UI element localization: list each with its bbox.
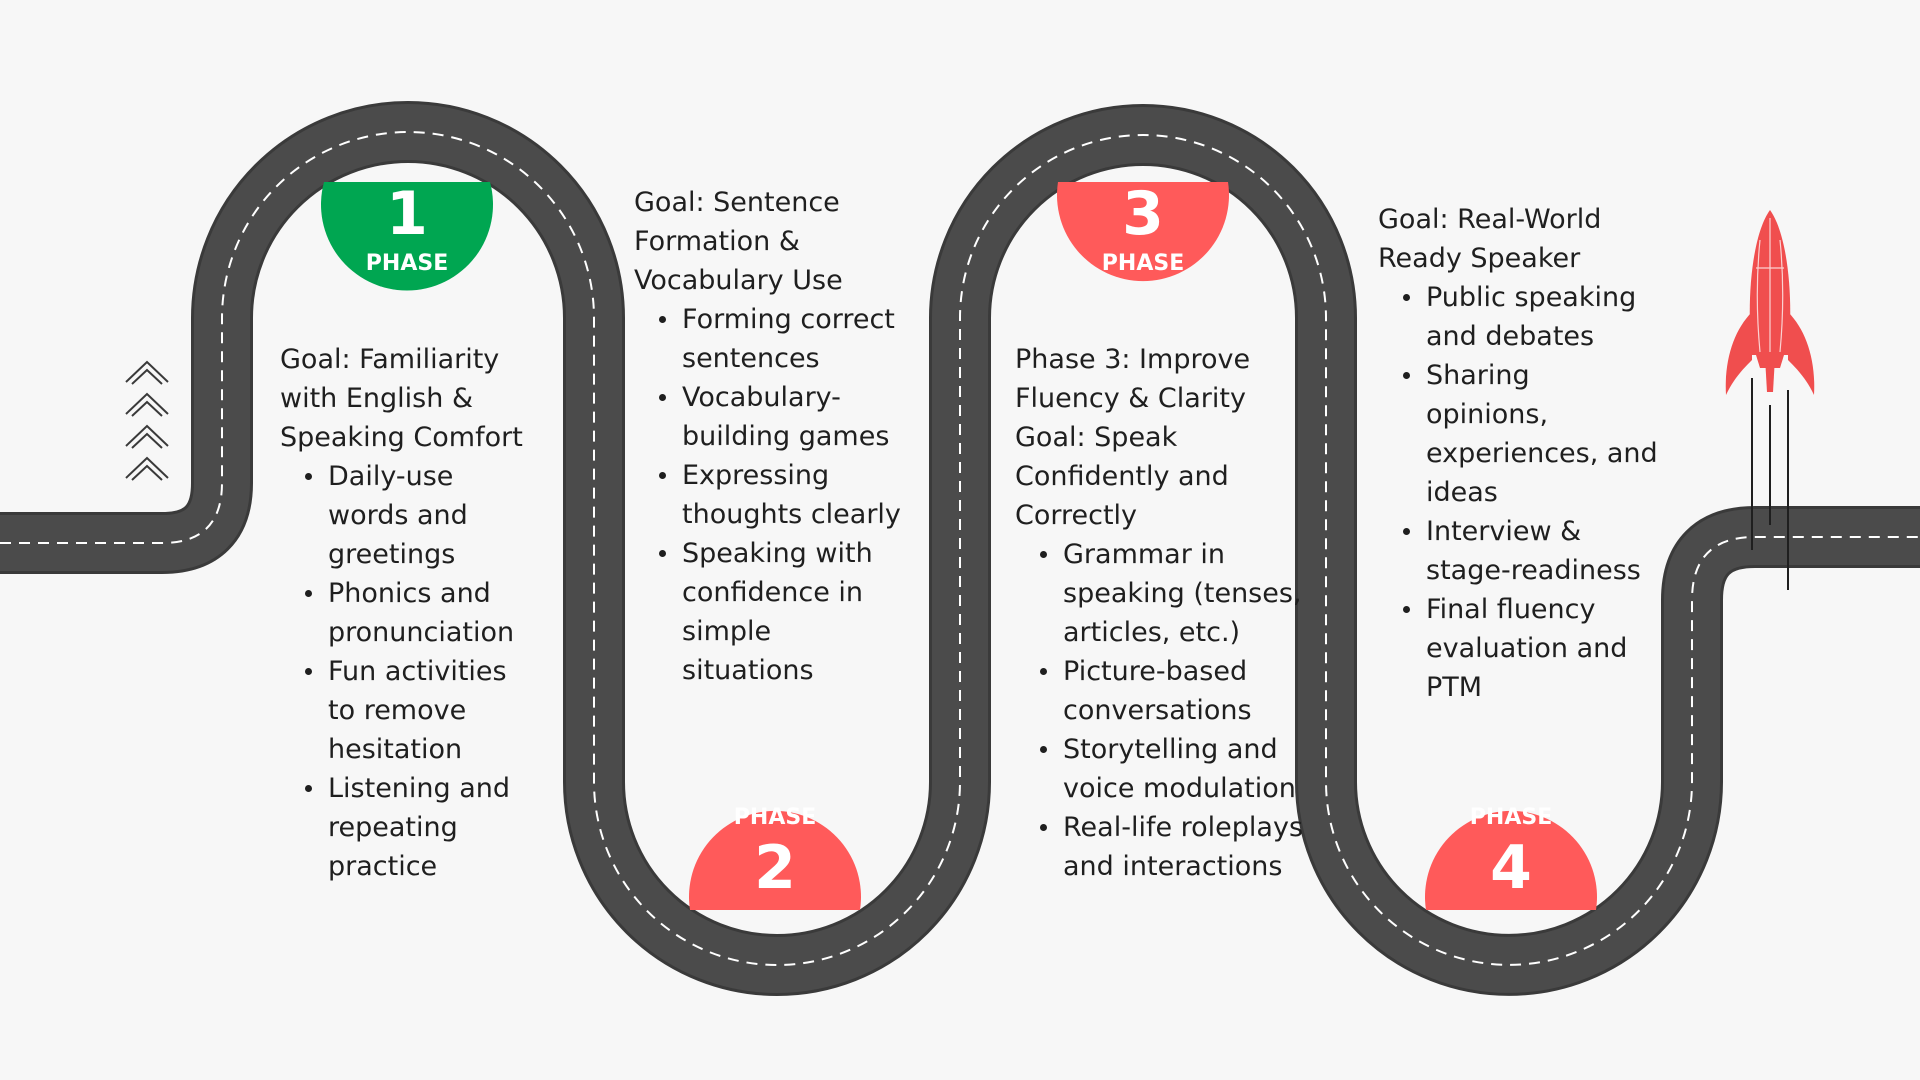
list-item: Sharing opinions, experiences, and ideas <box>1403 356 1658 512</box>
list-item: Picture-based conversations <box>1040 652 1305 730</box>
phase-4-label: PHASE <box>1470 805 1552 830</box>
road-lane-dashes <box>0 131 1920 966</box>
chevron-up-stack-icon <box>125 360 169 481</box>
list-item: Forming correct sentences <box>659 300 904 378</box>
phase-3-content: Phase 3: Improve Fluency & Clarity Goal:… <box>1015 340 1305 886</box>
phase-4-goal: Goal: Real-World Ready Speaker <box>1378 204 1602 274</box>
phase-2-number: 2 <box>754 833 796 903</box>
list-item: Phonics and pronunciation <box>305 574 540 652</box>
phase-4-list: Public speaking and debates Sharing opin… <box>1378 278 1658 707</box>
phase-4-circle <box>1424 810 1597 910</box>
rocket-icon <box>1725 210 1815 590</box>
list-item: Storytelling and voice modulation <box>1040 730 1305 808</box>
phase-1-number: 1 <box>386 179 428 249</box>
rocket-left-fin <box>1725 312 1752 395</box>
list-item: Speaking with confidence in simple situa… <box>659 534 904 690</box>
phase-3-title: Phase 3: Improve Fluency & Clarity <box>1015 344 1251 414</box>
list-item: Fun activities to remove hesitation <box>305 652 540 769</box>
phase-1-circle <box>321 182 493 291</box>
phase-2-badge: PHASE 2 <box>689 805 861 910</box>
phase-1-content: Goal: Familiarity with English & Speakin… <box>280 340 540 886</box>
list-item: Real-life roleplays and interactions <box>1040 808 1305 886</box>
list-item: Expressing thoughts clearly <box>659 456 904 534</box>
phase-3-badge: 3 PHASE <box>1057 179 1229 282</box>
phase-3-number: 3 <box>1122 179 1164 249</box>
phase-1-goal: Goal: Familiarity with English & Speakin… <box>280 344 523 453</box>
phase-1-badge: 1 PHASE <box>321 179 493 291</box>
rocket-nozzle <box>1756 355 1784 368</box>
phase-4-badge: PHASE 4 <box>1424 805 1597 910</box>
phase-2-list: Forming correct sentences Vocabulary-bui… <box>634 300 904 690</box>
phase-1-list: Daily-use words and greetings Phonics an… <box>280 457 540 886</box>
list-item: Vocabulary-building games <box>659 378 904 456</box>
rocket-right-fin <box>1788 312 1815 395</box>
list-item: Final fluency evaluation and PTM <box>1403 590 1658 707</box>
phase-4-number: 4 <box>1490 833 1532 903</box>
road <box>0 101 1920 996</box>
phase-3-circle <box>1057 182 1229 282</box>
phase-2-goal: Goal: Sentence Formation & Vocabulary Us… <box>634 187 843 296</box>
phase-4-content: Goal: Real-World Ready Speaker Public sp… <box>1378 200 1658 707</box>
list-item: Listening and repeating practice <box>305 769 540 886</box>
list-item: Grammar in speaking (tenses, articles, e… <box>1040 535 1305 652</box>
list-item: Public speaking and debates <box>1403 278 1658 356</box>
phase-2-circle <box>689 810 861 910</box>
phase-3-list: Grammar in speaking (tenses, articles, e… <box>1015 535 1305 886</box>
phase-3-goal: Goal: Speak Confidently and Correctly <box>1015 422 1229 531</box>
phase-2-content: Goal: Sentence Formation & Vocabulary Us… <box>634 183 904 690</box>
phase-1-label: PHASE <box>366 251 448 276</box>
list-item: Interview & stage-readiness <box>1403 512 1658 590</box>
list-item: Daily-use words and greetings <box>305 457 540 574</box>
phase-2-label: PHASE <box>734 805 816 830</box>
phase-3-label: PHASE <box>1102 251 1184 276</box>
